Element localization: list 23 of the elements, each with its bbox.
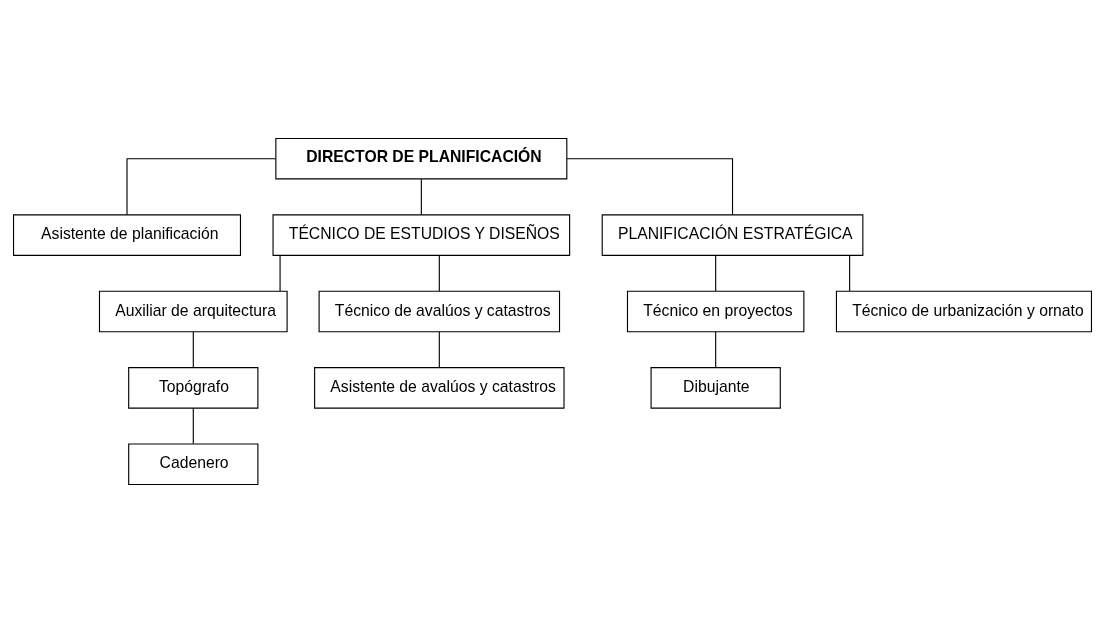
connector (715, 330, 717, 368)
connector (192, 407, 194, 444)
connector (715, 254, 717, 292)
connector (438, 254, 440, 292)
connector (438, 330, 440, 368)
node-box: Asistente de planificación (12, 213, 242, 256)
connector (849, 254, 851, 292)
connector (420, 178, 422, 215)
node-box: TÉCNICO DE ESTUDIOS Y DISEÑOS (272, 213, 571, 256)
node-box: Topógrafo (128, 366, 259, 409)
connector (566, 157, 734, 215)
node-box: PLANIFICACIÓN ESTRATÉGICA (601, 213, 864, 256)
node-box: DIRECTOR DE PLANIFICACIÓN (275, 137, 568, 179)
connector (126, 157, 277, 215)
node-box: Técnico de urbanización y ornato (835, 290, 1092, 332)
node-box: Cadenero (128, 443, 259, 485)
node-box: Dibujante (650, 366, 781, 409)
node-box: Técnico de avalúos y catastros (318, 290, 561, 332)
connector (192, 330, 194, 368)
connector (279, 254, 281, 292)
node-box: Técnico en proyectos (626, 290, 805, 332)
node-box: Auxiliar de arquitectura (98, 290, 288, 332)
node-box: Asistente de avalúos y catastros (314, 366, 565, 409)
